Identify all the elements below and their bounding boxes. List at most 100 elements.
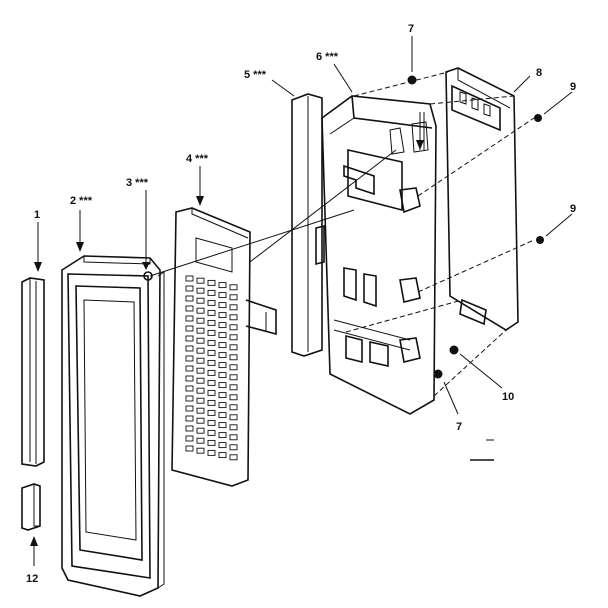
callout-2: 2 *** (70, 195, 93, 207)
callout-9-lower: 9 (570, 203, 576, 215)
vent-slot (185, 325, 194, 332)
callout-1: 1 (34, 209, 40, 221)
vent-slot (218, 282, 227, 289)
part-3-knob (142, 190, 153, 281)
callout-3: 3 *** (126, 177, 149, 189)
part-6-housing (321, 95, 437, 415)
vent-slot (185, 315, 194, 322)
vent-slot (229, 334, 238, 341)
vent-slot (196, 407, 205, 414)
vent-slot (185, 305, 194, 312)
vent-slot (196, 367, 205, 374)
vent-slot (196, 447, 205, 454)
vent-slot (218, 442, 227, 449)
vent-slot (207, 349, 216, 356)
screw-7-bottom (433, 369, 459, 415)
vent-slot (218, 302, 227, 309)
vent-slot (196, 347, 205, 354)
vent-slot (185, 375, 194, 382)
vent-slot (196, 317, 205, 324)
part-5-leader (271, 79, 295, 97)
vent-slot (185, 355, 194, 362)
vent-slot (229, 424, 238, 431)
vent-slot (229, 344, 238, 351)
vent-slot (196, 327, 205, 334)
vent-slot (218, 342, 227, 349)
vent-slot (207, 449, 216, 456)
vent-slot (196, 397, 205, 404)
vent-slot (196, 377, 205, 384)
part-12-leader (30, 536, 38, 566)
vent-slot (218, 422, 227, 429)
vent-slot (218, 382, 227, 389)
vent-slot (207, 389, 216, 396)
vent-slot (229, 434, 238, 441)
callout-7-bottom: 7 (456, 421, 462, 433)
vent-slot (218, 332, 227, 339)
vent-slot (218, 312, 227, 319)
part-2-door-frame (61, 255, 165, 597)
vent-slot (185, 385, 194, 392)
vent-slot (218, 452, 227, 459)
vent-slot (185, 435, 194, 442)
part-1-strip (21, 277, 45, 467)
part-8-rear-cover (445, 67, 519, 331)
part-1-leader (34, 222, 42, 272)
part-2-leader (76, 210, 84, 252)
vent-slot (218, 412, 227, 419)
vent-slot (207, 399, 216, 406)
vent-slot (229, 284, 238, 291)
part-12-block (21, 483, 41, 531)
vent-slot (196, 307, 205, 314)
vent-slot (229, 394, 238, 401)
vent-slot (229, 374, 238, 381)
part-4-leader (196, 166, 204, 206)
vent-slot (207, 319, 216, 326)
vent-slot (229, 384, 238, 391)
vent-slot (207, 359, 216, 366)
vent-slot (218, 352, 227, 359)
vent-slot (229, 404, 238, 411)
part-5-gasket (291, 93, 325, 357)
callout-4: 4 *** (186, 153, 209, 165)
vent-slot (185, 345, 194, 352)
vent-slot (196, 427, 205, 434)
vent-slot (207, 409, 216, 416)
vent-slot (207, 329, 216, 336)
vent-slot (185, 275, 194, 282)
vent-slot (207, 339, 216, 346)
callout-9-upper: 9 (570, 81, 576, 93)
vent-slot (196, 287, 205, 294)
vent-slot (229, 304, 238, 311)
assembly-alignment-lines (149, 71, 535, 397)
vent-slot (218, 292, 227, 299)
vent-slot (207, 289, 216, 296)
vent-slot (229, 444, 238, 451)
callout-8: 8 (536, 67, 542, 79)
dimension-mark (470, 439, 494, 461)
callout-12: 12 (26, 573, 38, 585)
vent-slot (185, 365, 194, 372)
vent-slot (229, 354, 238, 361)
vent-slot (185, 335, 194, 342)
part-6-leader (333, 63, 353, 93)
callout-5: 5 *** (244, 69, 267, 81)
vent-slot (207, 369, 216, 376)
vent-slot (185, 425, 194, 432)
vent-slot (196, 277, 205, 284)
vent-slot (218, 362, 227, 369)
vent-slot (196, 437, 205, 444)
vent-slot (196, 297, 205, 304)
screw-9-lower (536, 213, 573, 244)
vent-slot (185, 405, 194, 412)
vent-slot (185, 295, 194, 302)
vent-slot (229, 324, 238, 331)
vent-slot (207, 279, 216, 286)
vent-slot (207, 299, 216, 306)
vent-slot (196, 357, 205, 364)
vent-slot (196, 387, 205, 394)
vent-slot (185, 285, 194, 292)
vent-slot (185, 445, 194, 452)
vent-slot (196, 417, 205, 424)
